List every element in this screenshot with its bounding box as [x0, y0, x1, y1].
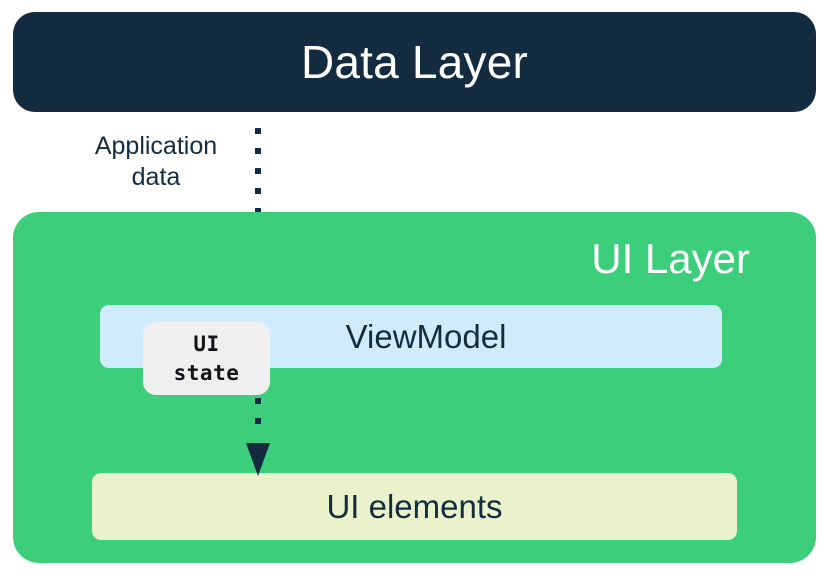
ui-state-arrow-icon [246, 398, 270, 476]
ui-state-line1: UI [193, 332, 220, 357]
ui-state-chip: UI state [143, 322, 270, 395]
ui-layer-box: UI Layer ViewModel UI state UI elements … [13, 212, 816, 563]
application-data-line1: Application [94, 132, 218, 160]
ui-state-line2: state [173, 360, 240, 385]
viewmodel-label: ViewModel [345, 318, 507, 355]
application-data-line2: data [131, 162, 181, 191]
ui-elements-box: UI elements [92, 473, 737, 540]
data-layer-label: Data Layer [300, 36, 528, 88]
application-data-label: Application data [70, 131, 242, 192]
data-layer-box: Data Layer [13, 12, 816, 112]
ui-elements-label: UI elements [326, 488, 503, 525]
ui-layer-label: UI Layer [591, 235, 750, 282]
